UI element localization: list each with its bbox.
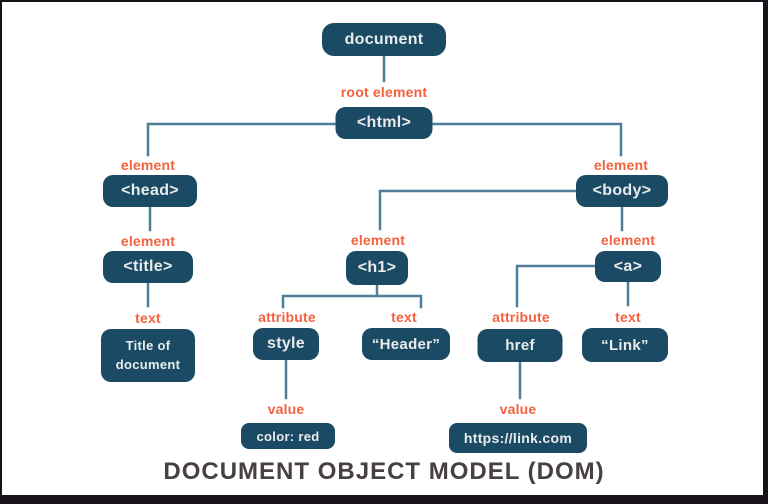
node-body-tag: <body> [576,175,668,207]
node-h1-tag: <h1> [346,251,408,285]
label-value-style: value [267,401,305,417]
node-document: document [322,23,446,56]
label-element-head: element [120,157,176,173]
label-element-title: element [120,233,176,249]
node-style-value: color: red [241,423,335,449]
label-attribute-href: attribute [492,309,550,325]
node-head-tag: <head> [103,175,197,207]
node-header-text: “Header” [362,328,450,360]
label-attribute-style: attribute [258,309,316,325]
label-value-href: value [499,401,537,417]
node-html-tag: <html> [335,107,433,139]
label-element-h1: element [350,232,406,248]
label-element-a: element [600,232,656,248]
node-style-attribute: style [253,328,319,360]
node-title-tag: <title> [103,251,193,283]
node-href-attribute: href [477,329,563,362]
node-title-text-line1: Title of [125,337,171,353]
node-href-value: https://link.com [449,423,587,453]
diagram-title: DOCUMENT OBJECT MODEL (DOM) [163,458,605,485]
node-anchor-tag: <a> [595,251,661,282]
connector-h1-to-style-and-text [281,283,423,309]
connector-html-to-head [146,122,338,157]
node-title-text-line2: document [115,356,181,372]
connector-body-to-h1 [378,189,578,231]
label-root-element: root element [340,84,428,100]
connector-a-to-href [515,264,597,308]
label-element-body: element [593,157,649,173]
label-text-link: text [615,309,641,325]
diagram-canvas [2,2,763,495]
label-text-title: text [135,310,161,326]
label-text-header: text [391,309,417,325]
node-title-text: Title of document [101,329,195,382]
connector-html-to-body [430,122,623,157]
node-link-text: “Link” [582,328,668,362]
